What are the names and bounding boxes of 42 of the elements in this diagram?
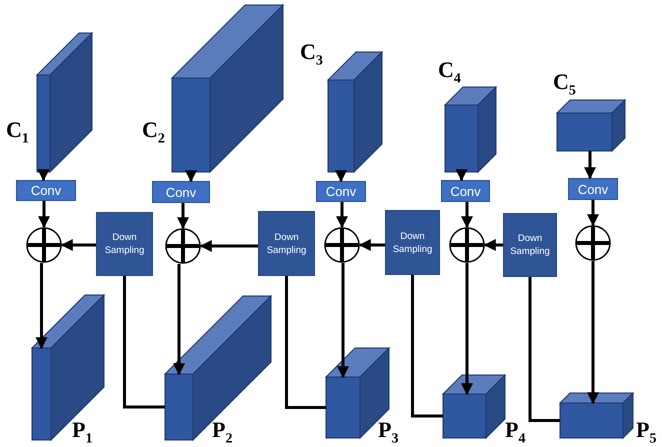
arrow: [60, 239, 96, 251]
connector-line: [285, 276, 326, 409]
conv-box: Conv: [152, 181, 210, 203]
arrow: [336, 202, 348, 228]
arrow: [461, 263, 473, 396]
block-label: P$_{1}$: [72, 418, 92, 447]
conv-box: Conv: [316, 181, 366, 202]
arrow: [173, 264, 185, 376]
block-label: P$_{2}$: [212, 418, 232, 447]
arrow: [484, 239, 503, 251]
block-label: C$_{5}$: [553, 70, 576, 100]
arrow: [587, 200, 599, 226]
arrow: [461, 202, 473, 228]
downsampling-box: Down Sampling: [503, 213, 557, 277]
block-label: P$_{3}$: [378, 418, 398, 447]
arrow: [584, 151, 596, 180]
arrow: [185, 170, 197, 182]
block-label: P$_{4}$: [505, 418, 526, 447]
conv-box: Conv: [568, 178, 618, 200]
arrow: [38, 201, 50, 228]
arrow: [38, 169, 50, 182]
conv-box: Conv: [441, 180, 490, 202]
arrow: [456, 169, 468, 182]
connector-line: [528, 277, 560, 422]
downsampling-box: Down Sampling: [385, 210, 440, 275]
arrow: [337, 263, 349, 378]
block-label: C$_{2}$: [142, 118, 165, 148]
arrow: [587, 261, 599, 404]
block-label: C$_{4}$: [438, 58, 461, 88]
arrow: [36, 263, 48, 350]
arrow: [335, 170, 347, 182]
block-label: P$_{5}$: [636, 418, 656, 447]
downsampling-box: Down Sampling: [96, 212, 153, 276]
arrow: [200, 240, 258, 252]
connector-line: [123, 276, 165, 408]
downsampling-box: Down Sampling: [258, 211, 315, 276]
arrow: [177, 203, 189, 230]
connector-line: [411, 275, 443, 418]
block-label: C$_{1}$: [6, 118, 29, 148]
conv-box: Conv: [16, 180, 76, 201]
block-label: C$_{3}$: [300, 40, 323, 70]
arrow: [358, 239, 385, 251]
